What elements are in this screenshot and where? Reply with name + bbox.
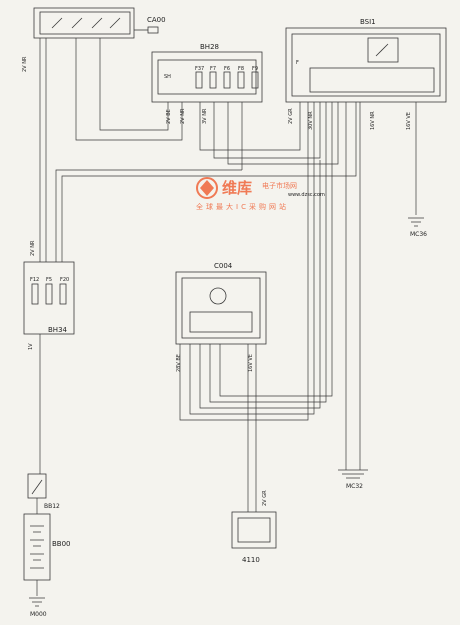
wire-bsi1-bundle-2 — [189, 102, 315, 415]
cad0-inner — [39, 11, 131, 35]
bh28-fuse-1 — [195, 71, 203, 89]
bh34-fuse-1 — [31, 283, 39, 305]
wire-bh28-to-bsi1 — [199, 102, 301, 151]
bh28-fuse-3 — [223, 71, 231, 89]
mc32-label: MC32 — [346, 483, 363, 490]
mc36-label: MC36 — [410, 231, 427, 238]
watermark-brand: 电子市场网 — [262, 181, 297, 190]
wire-cad0-to-bh28 — [99, 38, 169, 131]
c4110-box — [231, 511, 277, 549]
wire-bh28-to-bsi1-2 — [213, 102, 321, 159]
c4110-inner — [237, 517, 271, 543]
c004-inner — [181, 277, 261, 339]
wire-label: 3V NR — [202, 108, 208, 124]
bb12-relay-contact — [31, 479, 43, 495]
bh28-fuse-label: F8 — [238, 66, 244, 72]
bsi1-f-label: F — [296, 60, 299, 66]
bh28-fuse-2 — [209, 71, 217, 89]
m000-label: M000 — [30, 611, 47, 618]
wire-bsi1-bundle-3 — [199, 160, 321, 409]
bsi1-inner — [291, 33, 441, 97]
wire-label: 28V BE — [176, 354, 182, 372]
wire-label: 1V — [28, 343, 34, 350]
bsi1-box — [285, 27, 447, 103]
wire-bh28-to-bsi1-3 — [227, 102, 339, 165]
wire-label: 2V GR — [288, 108, 294, 124]
cad0-key — [147, 26, 159, 34]
watermark: 维库 电子市场网 www.dzsc.com 全球最大IC采购网站 — [196, 177, 325, 211]
bh34-fuse-2 — [45, 283, 53, 305]
wire-label: 2V NR — [180, 108, 186, 124]
bb00-label: BB00 — [52, 540, 71, 548]
bh28-sh-label: SH — [164, 74, 171, 80]
bh28-label: BH28 — [200, 43, 219, 51]
fuse-labels: F37 F7 F6 F8 F9 F12 F5 F20 — [30, 66, 258, 283]
bh28-fuse-label: F9 — [252, 66, 258, 72]
bh28-fuse-4 — [237, 71, 245, 89]
wire-bsi1-bundle-1 — [179, 102, 309, 421]
bh34-fuse-3 — [59, 283, 67, 305]
watermark-logo-icon — [196, 177, 218, 199]
bsi1-label: BSI1 — [360, 18, 376, 26]
cad0-label: CA00 — [147, 16, 166, 24]
bh34-fuse-label: F20 — [60, 277, 69, 283]
c004-label: C004 — [214, 262, 233, 270]
bsi1-lower-strip — [309, 67, 435, 93]
wire-label: 16V VE — [406, 112, 412, 130]
bh34-fuse-label: F5 — [46, 277, 52, 283]
wire-label: 2V GR — [262, 490, 268, 506]
wire-label: 2V BE — [166, 109, 172, 124]
watermark-slogan: 全球最大IC采购网站 — [196, 202, 289, 211]
bh28-inner — [157, 59, 257, 95]
wire-label: 2V NR — [30, 240, 36, 256]
component-labels: CA00 BH28 BSI1 C004 BH34 BB00 4110 MC36 … — [30, 16, 427, 618]
bb12-label: BB12 — [44, 503, 60, 510]
bh28-fuse-label: F6 — [224, 66, 230, 72]
wire-label: 16V NR — [370, 111, 376, 130]
watermark-url: www.dzsc.com — [288, 192, 325, 198]
bsi1-relay-contact — [375, 43, 389, 57]
wire-harness — [36, 38, 417, 596]
bh34-label: BH34 — [48, 326, 68, 334]
bh28-fuse-label: F37 — [195, 66, 204, 72]
wire-harness-to-bh34-2 — [61, 102, 357, 262]
c004-lamp — [209, 287, 227, 305]
bh34-box — [23, 261, 75, 335]
ground-mc36-symbol — [408, 217, 424, 227]
c4110-label: 4110 — [242, 556, 260, 564]
wire-bsi1-bundle-4 — [209, 102, 327, 403]
ground-symbols — [29, 217, 424, 607]
bh28-fuse-5 — [251, 71, 259, 89]
ground-m000-symbol — [29, 597, 45, 607]
wire-harness-to-bh34 — [55, 169, 242, 262]
bsi1-relay — [367, 37, 399, 63]
bb00-cells — [30, 525, 44, 569]
watermark-logo-icon — [200, 180, 214, 196]
bh28-box — [151, 51, 263, 103]
cad0-switch-contacts — [51, 17, 121, 29]
wire-label: 2V NR — [22, 56, 28, 72]
c004-box — [175, 271, 267, 345]
c004-lower-strip — [189, 311, 253, 333]
bh28-fuse-label: F7 — [210, 66, 216, 72]
wire-labels: 2V NR 2V BE 2V NR 3V NR 2V GR 30V NR 16V… — [22, 56, 412, 506]
ground-mc32-symbol — [338, 469, 368, 479]
wire-cad0-to-bh28-2 — [75, 38, 183, 141]
wire-label: 30V NR — [308, 111, 314, 130]
wire-label: 16V VE — [248, 354, 254, 372]
watermark-main: 维库 — [222, 179, 252, 197]
bh34-fuse-label: F12 — [30, 277, 39, 283]
wire-bsi1-bundle-5 — [219, 102, 333, 397]
cad0-box — [33, 7, 135, 39]
